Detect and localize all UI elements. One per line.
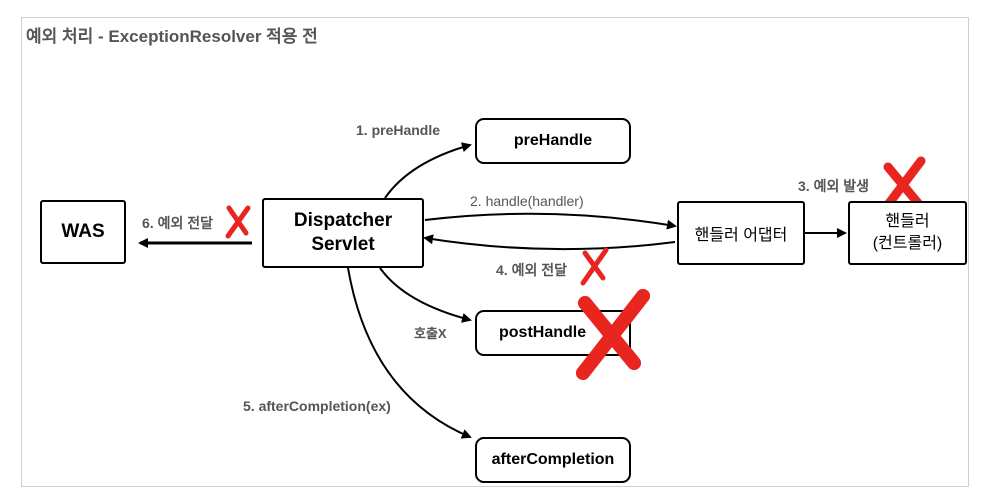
prehandle-label: preHandle <box>513 132 593 149</box>
posthandle-label: postHandle <box>499 324 587 341</box>
arrow-posthandle <box>379 267 472 323</box>
arrow-prehandle <box>384 142 472 199</box>
was-box: WAS <box>40 200 126 264</box>
diagram-frame <box>21 17 969 487</box>
step4-label: 4. 예외 전달 <box>496 262 567 278</box>
handler-label-line1: 핸들러 <box>885 213 930 230</box>
adapter-label: 핸들러 어댑터 <box>694 227 788 244</box>
was-label: WAS <box>61 221 105 242</box>
handler-label-line2: (컨트롤러) <box>872 235 943 252</box>
aftercompletion-box: afterCompletion <box>475 437 631 483</box>
arrow-exception-back <box>423 234 676 251</box>
dispatcher-label-line2: Servlet <box>311 234 375 255</box>
step6-label: 6. 예외 전달 <box>142 215 213 231</box>
no-call-label: 호출X <box>414 326 447 341</box>
cross-icon <box>225 205 251 239</box>
step3-label: 3. 예외 발생 <box>798 178 869 194</box>
step5-label: 5. afterCompletion(ex) <box>243 398 391 414</box>
arrow-handle <box>424 212 677 230</box>
step2-label: 2. handle(handler) <box>470 193 584 209</box>
handler-box: 핸들러 (컨트롤러) <box>848 201 967 265</box>
handler-adapter-box: 핸들러 어댑터 <box>677 201 805 265</box>
aftercompletion-label: afterCompletion <box>491 451 615 468</box>
prehandle-box: preHandle <box>475 118 631 164</box>
arrow-aftercompletion <box>347 267 472 439</box>
dispatcher-label-line1: Dispatcher <box>293 210 393 231</box>
cross-icon <box>580 247 609 286</box>
cross-icon <box>882 156 926 211</box>
diagram-title: 예외 처리 - ExceptionResolver 적용 전 <box>26 27 318 46</box>
posthandle-box: postHandle <box>475 310 631 356</box>
dispatcher-servlet-box: Dispatcher Servlet <box>262 198 424 268</box>
step1-label: 1. preHandle <box>356 122 441 138</box>
